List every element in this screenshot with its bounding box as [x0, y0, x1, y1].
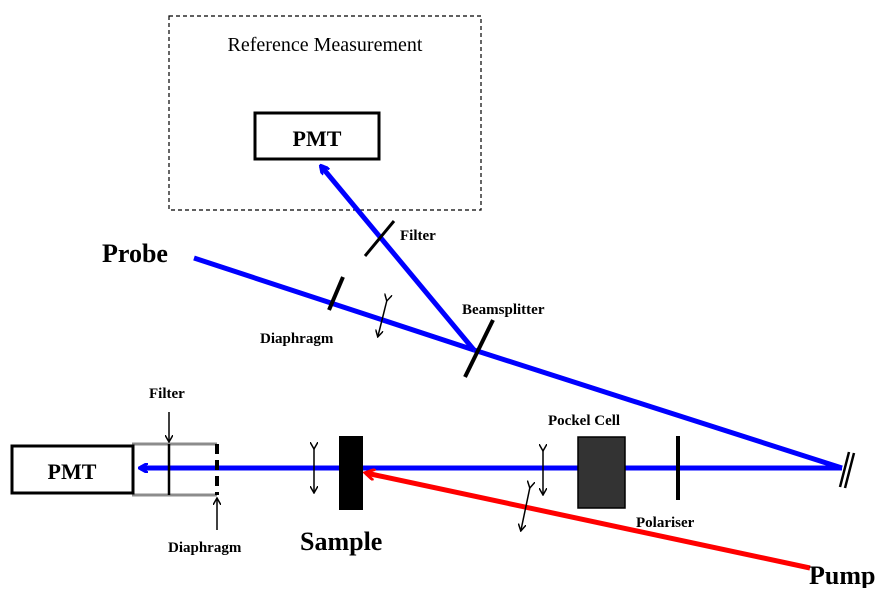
- double-arrow-icon: [521, 487, 530, 530]
- main-pmt-box: [10, 444, 135, 495]
- reference-filter: [363, 220, 396, 257]
- probe-diaphragm: [327, 276, 345, 311]
- beamsplitter-label: Beamsplitter: [462, 302, 545, 318]
- reference-measurement-title: Reference Measurement: [228, 34, 423, 56]
- double-arrow-icon: [378, 300, 387, 336]
- detector-tube: [132, 442, 217, 497]
- pump-label: Pump: [809, 561, 875, 588]
- detector-filter-label: Filter: [149, 386, 185, 402]
- reference-pmt-box: [253, 111, 381, 161]
- detector-diaphragm-label: Diaphragm: [168, 540, 242, 556]
- sample-label: Sample: [300, 527, 382, 556]
- probe-diaphragm-label: Diaphragm: [260, 331, 334, 347]
- reference-filter-label: Filter: [400, 228, 436, 244]
- mirror-icon: [838, 451, 856, 489]
- probe-label: Probe: [102, 239, 168, 268]
- pockel-cell-label: Pockel Cell: [548, 413, 620, 429]
- polariser-label: Polariser: [636, 515, 695, 531]
- probe-beam: [193, 255, 475, 353]
- sample: [339, 436, 363, 510]
- reference-measurement-box: [168, 15, 482, 211]
- main-pmt-label: PMT: [48, 459, 97, 484]
- beamsplitter: [463, 319, 495, 378]
- reference-pmt-label: PMT: [293, 126, 342, 151]
- pockel-cell: [577, 436, 626, 509]
- reference-beam: [321, 166, 476, 352]
- probe-beam-to-mirror: [473, 347, 843, 471]
- pump-beam: [366, 473, 811, 571]
